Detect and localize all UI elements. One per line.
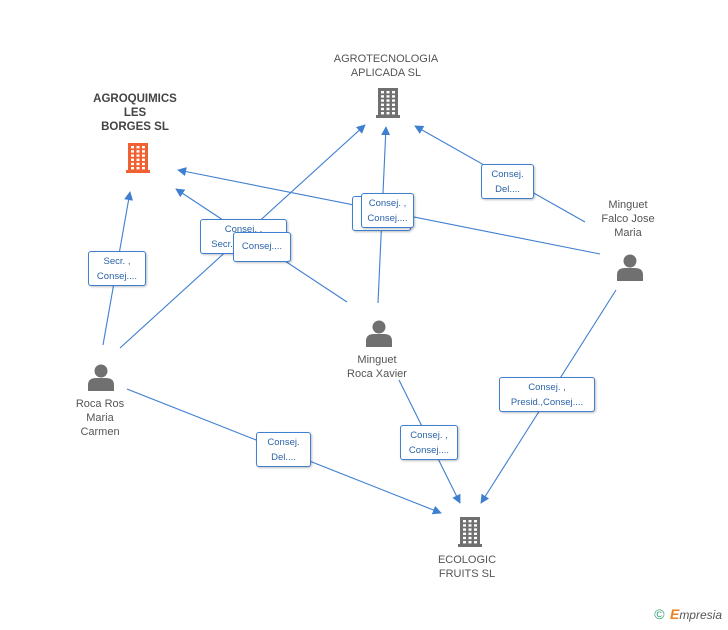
copyright-symbol: © (654, 606, 665, 622)
node-label-line: APLICADA SL (350, 67, 422, 79)
node-label-line: BORGES SL (101, 121, 169, 133)
footer-brand[interactable]: © Empresia (654, 606, 722, 622)
node-label-line: Roca Xavier (347, 368, 407, 380)
edge-label-line: Consej. , (368, 198, 407, 209)
edge-label-line: Consej. (491, 169, 524, 180)
node-label-agrotecnologia[interactable]: AGROTECNOLOGIA APLICADA SL (326, 52, 446, 80)
edge-label-minguet_roca-to-ecologic[interactable]: Consej. , Consej.... (400, 425, 458, 460)
edge-label-roca_ros-to-agroquimics[interactable]: Secr. , Consej.... (88, 251, 146, 286)
edge-label-line: Consej. , (410, 430, 448, 441)
edge-label-line: Secr. , (103, 256, 131, 267)
brand-name: mpresia (679, 608, 722, 622)
person-icon-minguet_falco[interactable] (617, 254, 643, 282)
building-icon-agroquimics[interactable] (126, 143, 150, 173)
edge-label-line: Consej. , (224, 224, 263, 235)
person-icon-roca_ros[interactable] (88, 364, 114, 392)
node-label-line: AGROQUIMICS (93, 93, 177, 105)
node-label-line: Maria (86, 412, 114, 424)
node-label-line: Maria (614, 227, 642, 239)
node-label-line: FRUITS SL (438, 568, 496, 580)
edge-label-line: Presid.,Consej.... (510, 397, 584, 408)
node-label-line: Roca Ros (75, 398, 125, 410)
edge-label-line: Consej. , (528, 382, 566, 393)
edge-label-minguet_roca-to-agroquimics[interactable]: Consej.... (233, 232, 291, 262)
edge-label-line: Consej.... (241, 241, 283, 252)
brand-logo-initial: E (669, 606, 680, 622)
edge-label-line: Del.... (271, 452, 296, 463)
node-label-line: Minguet (357, 354, 397, 366)
edge-label-line: Consej. (267, 437, 300, 448)
edges-layer (102, 124, 617, 515)
edge-label-line: Consej.... (96, 271, 138, 282)
node-label-line: ECOLOGIC (437, 554, 497, 566)
node-label-line: Minguet (608, 199, 648, 211)
icons-layer (88, 88, 643, 547)
person-icon-minguet_roca[interactable] (366, 320, 392, 348)
node-label-ecologic[interactable]: ECOLOGIC FRUITS SL (422, 553, 512, 581)
node-label-line: Falco Jose (601, 213, 655, 225)
node-label-line: LES (123, 107, 147, 119)
edge-label-minguet_falco-to-agrotecnologia[interactable]: Consej. Del.... (481, 164, 534, 199)
building-icon-ecologic[interactable] (458, 517, 482, 547)
building-icon-agrotecnologia[interactable] (376, 88, 400, 118)
edge-label-minguet_roca-to-agrotecnologia[interactable]: Consej. , Consej.... (361, 193, 414, 228)
edge-label-minguet_falco-to-ecologic[interactable]: Consej. , Presid.,Consej.... (499, 377, 595, 412)
edge-label-line: Del.... (495, 184, 520, 195)
edge-label-line: Consej.... (367, 213, 408, 224)
node-label-agroquimics[interactable]: AGROQUIMICS LES BORGES SL (80, 92, 190, 134)
node-label-line: AGROTECNOLOGIA (333, 53, 439, 65)
edge-label-roca_ros-to-ecologic[interactable]: Consej. Del.... (256, 432, 311, 467)
node-label-line: Carmen (80, 426, 120, 438)
edge-label-line: Consej.... (408, 445, 450, 456)
